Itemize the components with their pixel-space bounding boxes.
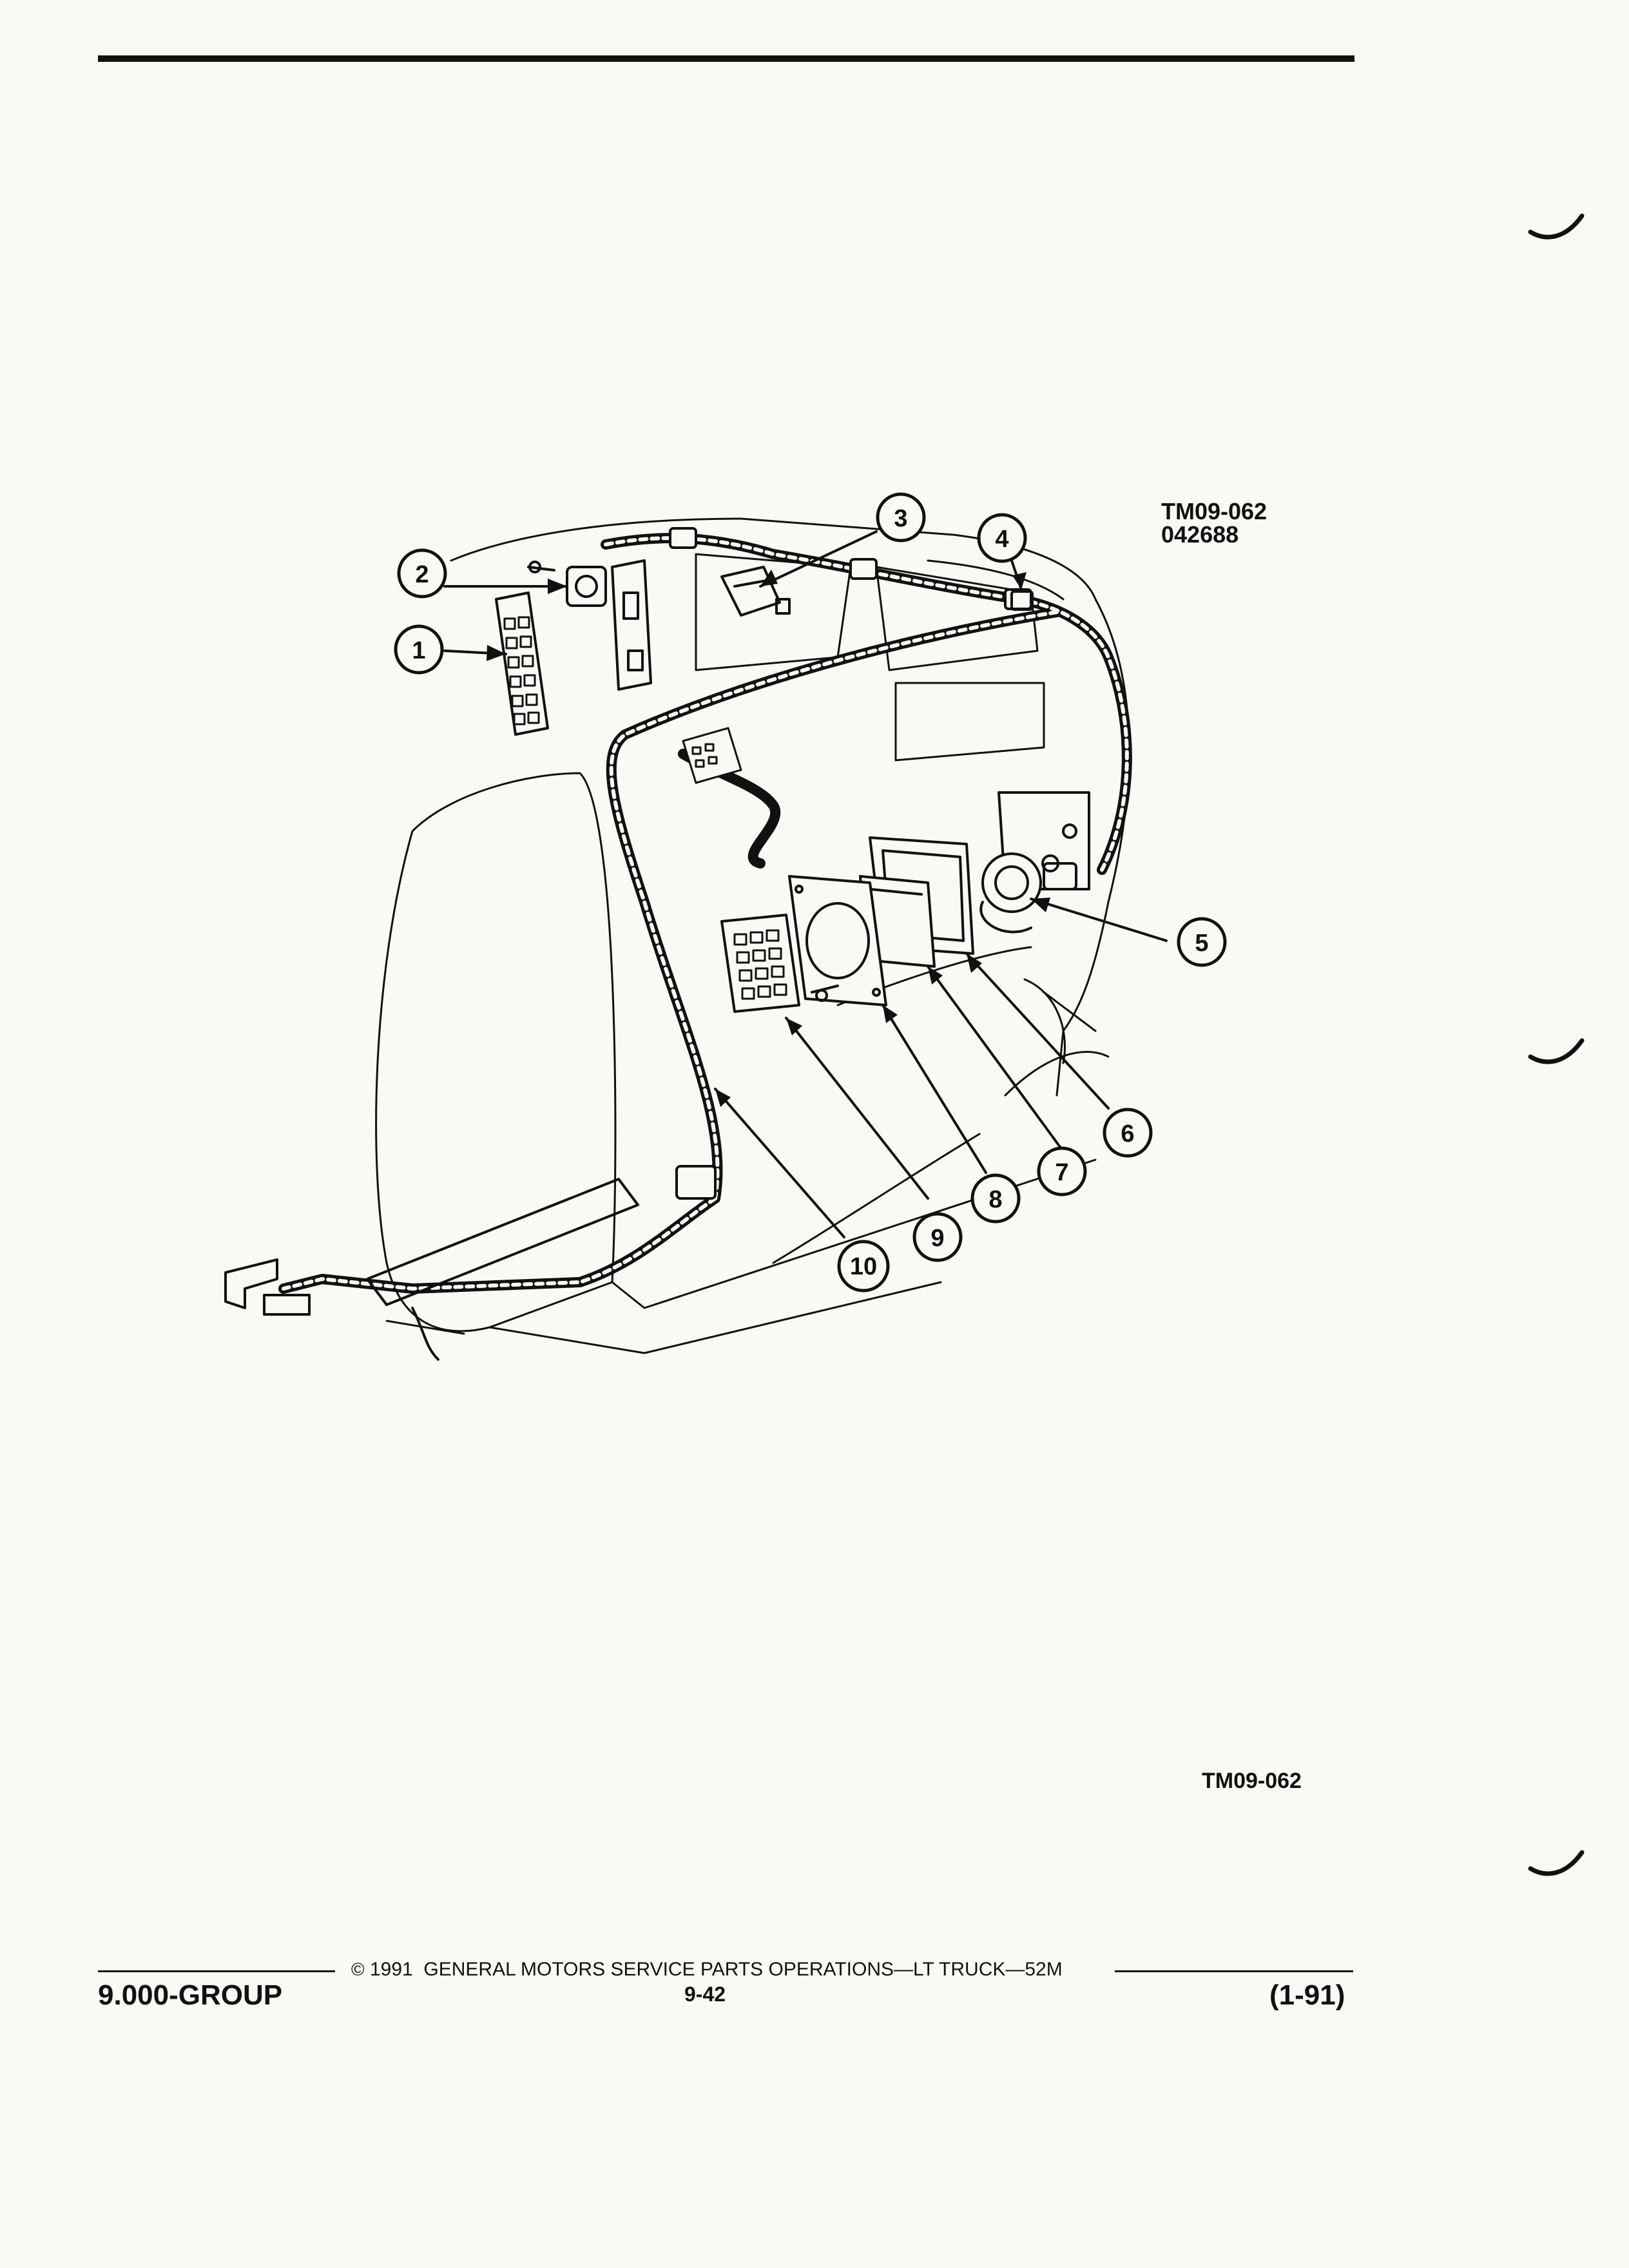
part-2-grommet	[527, 561, 607, 607]
svg-text:2: 2	[415, 561, 429, 588]
callout-9: 9	[912, 1212, 963, 1262]
callout-8: 8	[970, 1173, 1021, 1224]
binding-mark-top	[1528, 213, 1585, 240]
callout-5: 5	[1177, 917, 1227, 967]
svg-text:7: 7	[1055, 1159, 1068, 1186]
copyright-text: 1991 GENERAL MOTORS SERVICE PARTS OPERAT…	[369, 1959, 1063, 1980]
figure-code: 042688	[1161, 521, 1239, 548]
svg-text:9: 9	[930, 1225, 944, 1252]
footer-rule-right	[1115, 1970, 1353, 1972]
leader-lines	[443, 530, 1168, 1238]
callout-7: 7	[1037, 1146, 1087, 1196]
part-1-keypad-strip	[495, 591, 549, 736]
callout-markers: 1 2 3 4 5 6 7 8 9 10	[394, 492, 1227, 1293]
footer-rule-left	[98, 1970, 335, 1972]
callout-2: 2	[397, 548, 447, 599]
part-5-lock-cylinder	[979, 852, 1042, 934]
figure-id: TM09-062	[1161, 498, 1268, 524]
svg-text:3: 3	[894, 505, 907, 532]
callout-10: 10	[837, 1240, 890, 1293]
header-rule	[98, 55, 1354, 62]
callout-1: 1	[394, 624, 444, 675]
callout-6: 6	[1103, 1108, 1153, 1158]
harness-keypad	[682, 727, 742, 784]
binding-mark-middle	[1528, 1038, 1585, 1064]
door-sill-rail	[366, 1178, 639, 1306]
svg-text:8: 8	[988, 1186, 1002, 1213]
part-4-clip	[1010, 590, 1034, 611]
wiring-harness-core	[282, 536, 1129, 1291]
callout-4: 4	[977, 513, 1027, 563]
svg-text:10: 10	[850, 1253, 877, 1280]
callout-3: 3	[876, 492, 926, 543]
copyright-line: © 1991 GENERAL MOTORS SERVICE PARTS OPER…	[351, 1959, 1063, 1981]
svg-text:5: 5	[1195, 930, 1208, 957]
svg-text:4: 4	[995, 526, 1008, 553]
figure-id-block: TM09-062 042688	[1161, 500, 1267, 546]
copyright-symbol: ©	[351, 1959, 365, 1979]
section-group-label: 9.000-GROUP	[98, 1979, 283, 2011]
leader-arrowheads	[487, 570, 1050, 1107]
harness-end-connector	[224, 1258, 439, 1361]
door-switch-panel	[611, 559, 652, 691]
revision-date: (1-91)	[1269, 1979, 1345, 2011]
figure-id-bottom: TM09-062	[1202, 1769, 1302, 1793]
part-8-trim-plate	[788, 875, 887, 1006]
svg-text:6: 6	[1121, 1120, 1134, 1148]
svg-text:1: 1	[412, 637, 425, 664]
part-9-keypad	[720, 914, 839, 1013]
part-3-bracket	[720, 566, 791, 617]
page-number: 9-42	[684, 1983, 726, 2006]
binding-mark-bottom	[1528, 1850, 1585, 1876]
